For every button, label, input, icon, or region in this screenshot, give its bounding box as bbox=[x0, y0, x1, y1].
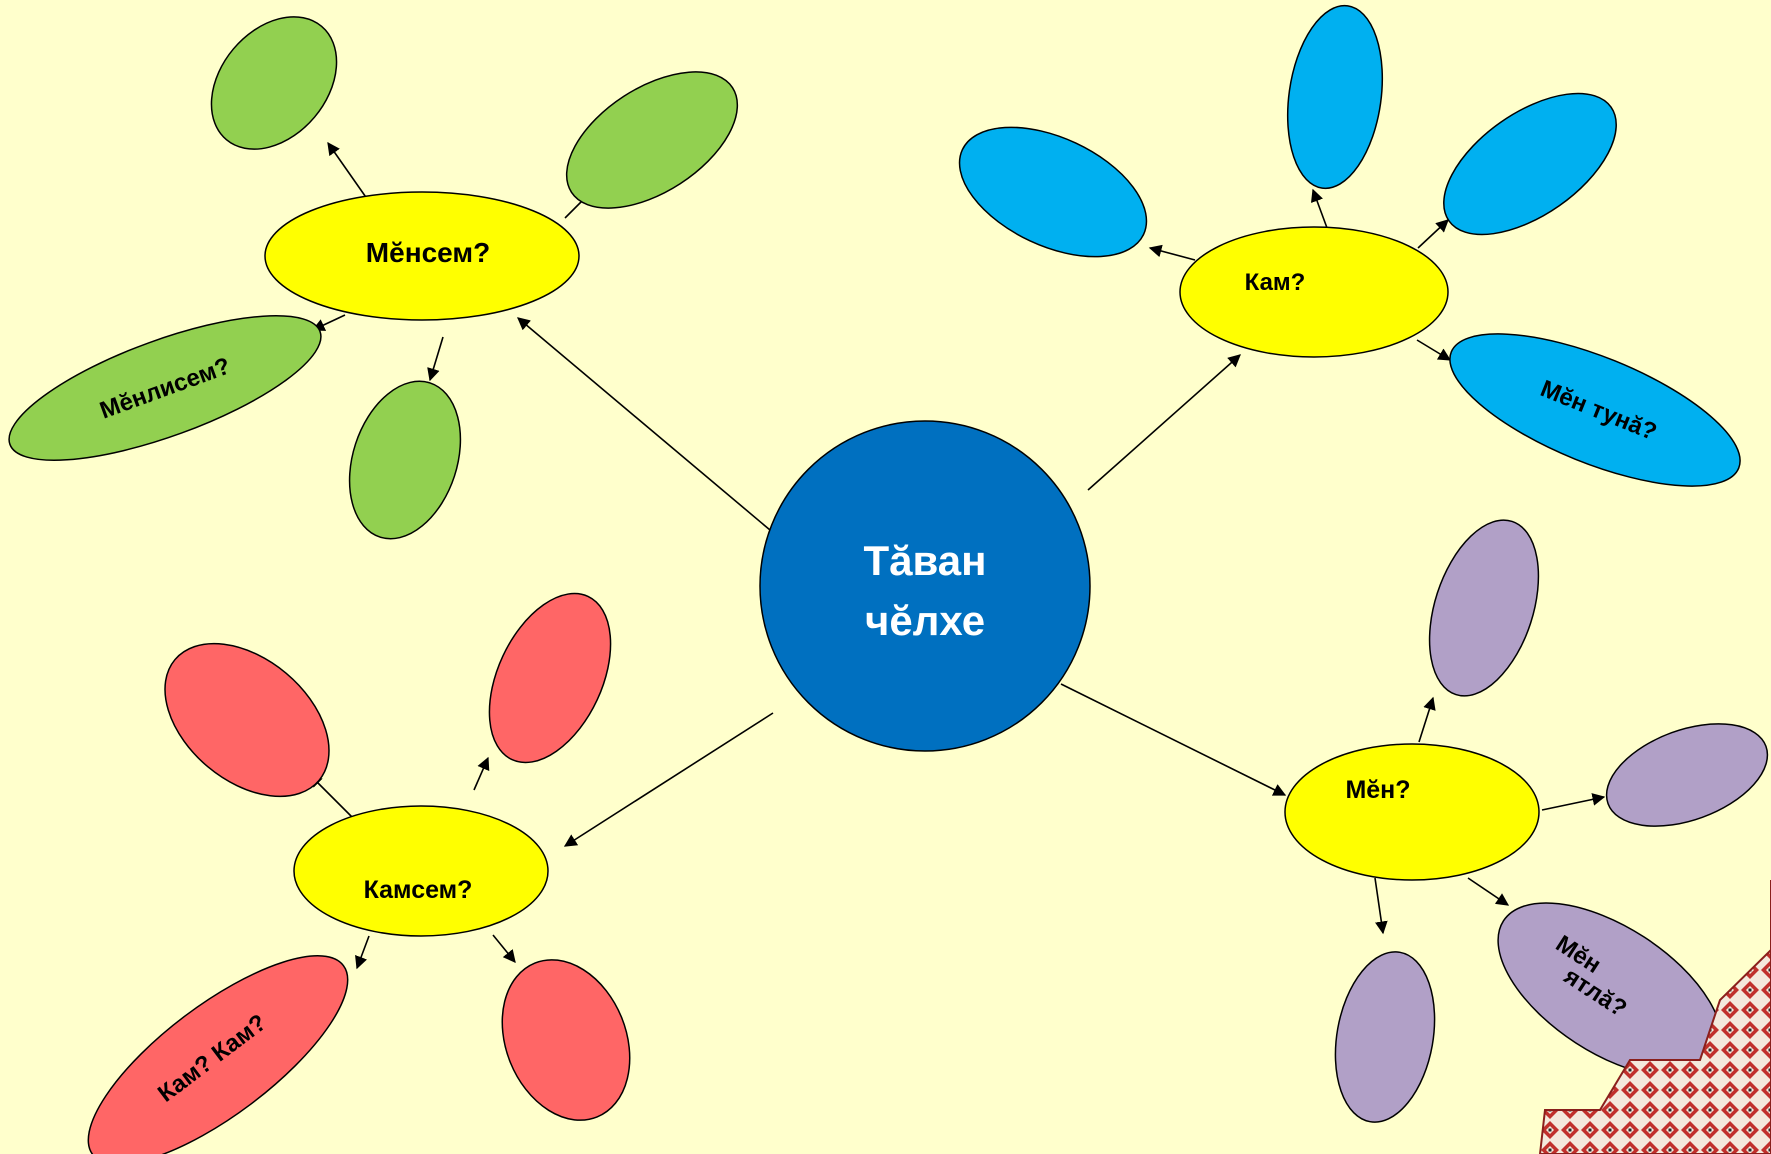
hub-menseme-label: Мĕнсем? bbox=[366, 237, 490, 268]
center-label-line2: чĕлхе bbox=[865, 597, 985, 644]
blue-leaf-top bbox=[1286, 4, 1384, 190]
arrow-purple-4 bbox=[1467, 877, 1510, 906]
arrow-purple-2 bbox=[1541, 793, 1606, 811]
ornament-band bbox=[1538, 880, 1771, 1154]
arrow-purple-3 bbox=[1374, 877, 1388, 935]
arrow-red-2 bbox=[473, 756, 490, 791]
blue-leaf-left bbox=[958, 126, 1148, 258]
arrow-red-4 bbox=[492, 934, 516, 963]
center-connectors bbox=[517, 317, 1287, 847]
center-circle bbox=[759, 420, 1091, 752]
red-leaf-top-right bbox=[488, 592, 612, 764]
purple-leaf-right bbox=[1605, 723, 1769, 827]
blue-leaf-men-tuna bbox=[1449, 333, 1741, 487]
arrow-center-to-kamsem bbox=[563, 712, 774, 847]
purple-leaf-bottom bbox=[1334, 951, 1436, 1123]
arrow-red-3 bbox=[355, 935, 370, 970]
purple-leaf-top bbox=[1428, 519, 1540, 697]
arrow-center-to-menseme bbox=[517, 317, 771, 531]
red-leaf-kam-kam bbox=[87, 955, 349, 1154]
arrow-center-to-kam bbox=[1087, 354, 1241, 491]
hub-kam bbox=[1179, 226, 1449, 358]
hub-kamsem-label: Камсем? bbox=[364, 876, 473, 904]
arrow-green-1 bbox=[327, 141, 371, 204]
hub-kam-label: Кам? bbox=[1245, 269, 1306, 296]
arrow-blue-1 bbox=[1148, 244, 1196, 261]
hub-menseme bbox=[264, 191, 580, 321]
green-leaf-top-right bbox=[565, 71, 739, 209]
arrow-blue-4 bbox=[1416, 339, 1452, 361]
hub-men bbox=[1284, 743, 1540, 881]
hub-men-label: Мĕн? bbox=[1345, 776, 1410, 804]
purple-cluster: Мĕн ятлă? Мĕн? bbox=[1284, 519, 1769, 1123]
center-label-line1: Тăван bbox=[863, 537, 986, 584]
hub-kamsem bbox=[293, 805, 549, 937]
green-leaf-bottom bbox=[348, 380, 462, 540]
ornament-corner bbox=[1538, 880, 1771, 1154]
arrow-purple-1 bbox=[1418, 696, 1436, 743]
arrow-blue-3 bbox=[1417, 219, 1449, 249]
arrow-center-to-men bbox=[1060, 683, 1287, 796]
red-leaf-bottom-right bbox=[501, 959, 631, 1121]
green-cluster: Мĕнлисем? Мĕнсем? bbox=[8, 16, 739, 540]
center-node: Тăван чĕлхе bbox=[759, 420, 1091, 752]
red-cluster: Кам? Кам? Камсем? bbox=[87, 592, 631, 1154]
blue-cluster: Мĕн тунă? Кам? bbox=[958, 4, 1741, 487]
blue-leaf-right bbox=[1443, 92, 1617, 236]
arrow-green-4 bbox=[427, 336, 444, 382]
green-leaf-menlisem bbox=[8, 315, 322, 461]
green-leaf-top-left bbox=[210, 16, 338, 150]
red-leaf-top-left bbox=[164, 642, 330, 798]
